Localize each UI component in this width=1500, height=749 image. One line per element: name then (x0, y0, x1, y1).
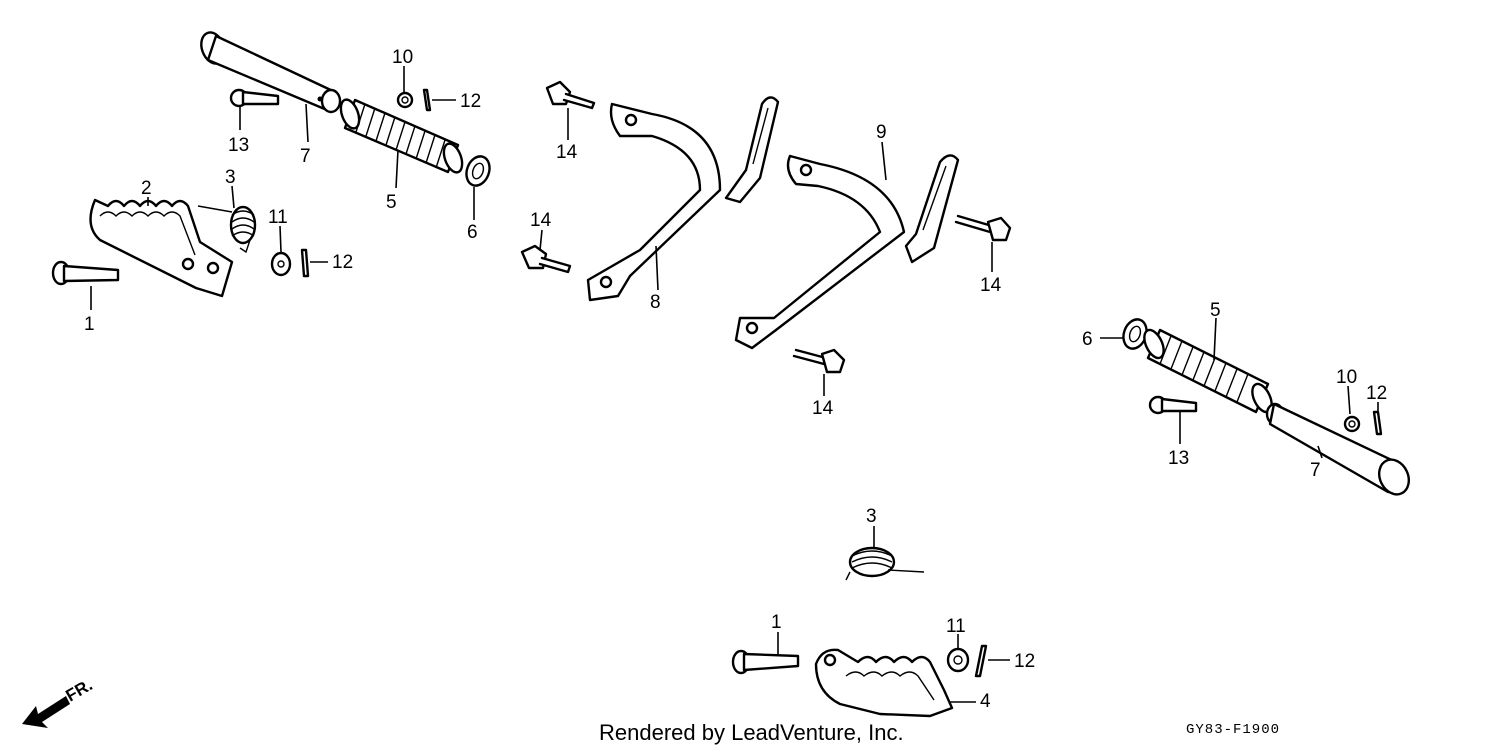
footpeg-rubber-5-left[interactable] (337, 97, 465, 175)
callout-14: 14 (980, 275, 1002, 296)
spring-3-left[interactable] (197, 205, 257, 254)
callout-14: 14 (556, 142, 578, 163)
callout-12: 12 (1014, 651, 1035, 672)
callout-3: 3 (866, 506, 877, 527)
callout-14: 14 (812, 398, 834, 419)
clevis-pin-13-left[interactable] (229, 88, 280, 108)
diagram-code: GY83-F1900 (1186, 722, 1280, 738)
callout-7: 7 (1310, 460, 1321, 481)
callout-5: 5 (386, 192, 397, 213)
cotter-pin-12-left-a[interactable] (422, 88, 432, 112)
washer-6-left[interactable] (463, 153, 494, 189)
bolt-14-c[interactable] (954, 214, 1012, 242)
callout-11: 11 (268, 207, 288, 228)
bolt-14-a[interactable] (545, 80, 596, 110)
callout-10: 10 (392, 47, 413, 68)
leader-lines (90, 66, 1379, 703)
front-arrow-icon: FR. (22, 675, 96, 728)
footpeg-4-bottom[interactable] (814, 648, 954, 718)
cotter-pin-12-left-b[interactable] (300, 248, 310, 278)
washer-11-left[interactable] (270, 251, 292, 277)
footer-credit: Rendered by LeadVenture, Inc. (599, 720, 904, 745)
clevis-pin-13-right[interactable] (1148, 395, 1198, 415)
callout-12: 12 (332, 252, 353, 273)
callout-4: 4 (980, 691, 991, 712)
callout-1: 1 (84, 314, 95, 335)
callout-11: 11 (946, 616, 966, 637)
callout-8: 8 (650, 292, 661, 313)
washer-6-right[interactable] (1120, 316, 1151, 352)
cotter-pin-12-right-a[interactable] (1372, 410, 1383, 436)
callout-10: 10 (1336, 367, 1357, 388)
callout-13: 13 (228, 135, 249, 156)
callout-2: 2 (141, 178, 152, 199)
pin-7-right[interactable] (1265, 402, 1414, 499)
callout-6: 6 (467, 222, 478, 243)
footpeg-rubber-5-right[interactable] (1140, 327, 1275, 415)
callout-13: 13 (1168, 448, 1189, 469)
pin-1-bottom[interactable] (731, 649, 800, 675)
pin-7-left[interactable] (197, 29, 342, 114)
pin-1-left[interactable] (51, 260, 120, 286)
bolt-14-d[interactable] (792, 348, 846, 374)
washer-10-left[interactable] (396, 91, 414, 109)
callout-14: 14 (530, 210, 552, 231)
spring-3-bottom[interactable] (845, 546, 925, 581)
callout-12: 12 (1366, 383, 1387, 404)
callout-6: 6 (1082, 329, 1093, 350)
washer-10-right[interactable] (1343, 415, 1361, 433)
washer-11-bottom[interactable] (946, 647, 970, 673)
bracket-9[interactable] (734, 154, 960, 350)
callout-7: 7 (300, 146, 311, 167)
bolt-14-b[interactable] (520, 244, 572, 274)
callout-5: 5 (1210, 300, 1221, 321)
footpeg-2-left[interactable] (89, 198, 234, 298)
bracket-8[interactable] (586, 96, 780, 302)
cotter-pin-12-bottom[interactable] (974, 644, 988, 678)
callout-3: 3 (225, 167, 236, 188)
callout-1: 1 (771, 612, 782, 633)
callout-12: 12 (460, 91, 481, 112)
callout-9: 9 (876, 122, 887, 143)
